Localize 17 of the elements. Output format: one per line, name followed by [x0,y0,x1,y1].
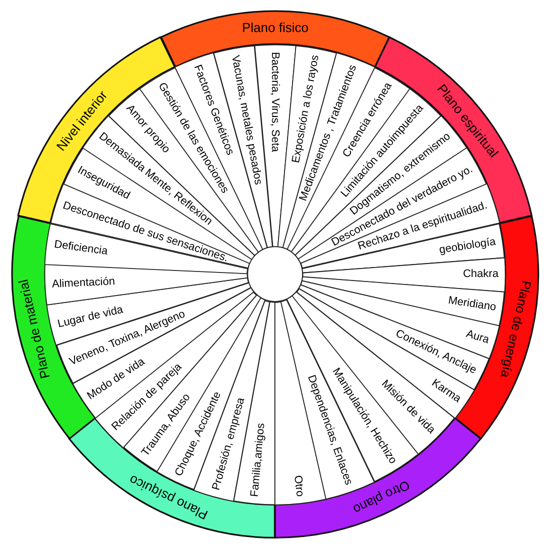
segment-label: Otro plano [351,477,412,516]
sector-label: Bacteria, Virus, Seta [269,51,282,152]
sector-label: Chakra [462,268,498,280]
sector-label: Otro [292,474,306,497]
sector-label: Aura [464,328,490,346]
segment-label: Plano de material [16,278,53,380]
sector-label: Lugar de vida [56,303,124,330]
sector-label: Deficiencia [53,238,108,258]
wheel-sector [46,277,250,346]
sector-label: geobiología [438,235,496,256]
sector-label: Familia,amigos [249,422,268,498]
wheel-sector [301,276,506,326]
wheel-sector [302,256,506,292]
segment-label: Plano fisico [242,20,308,35]
segment-label: Plano de energía [497,280,534,380]
sector-label: Meridiano [447,294,497,314]
sector-label: Alimentación [52,276,116,290]
